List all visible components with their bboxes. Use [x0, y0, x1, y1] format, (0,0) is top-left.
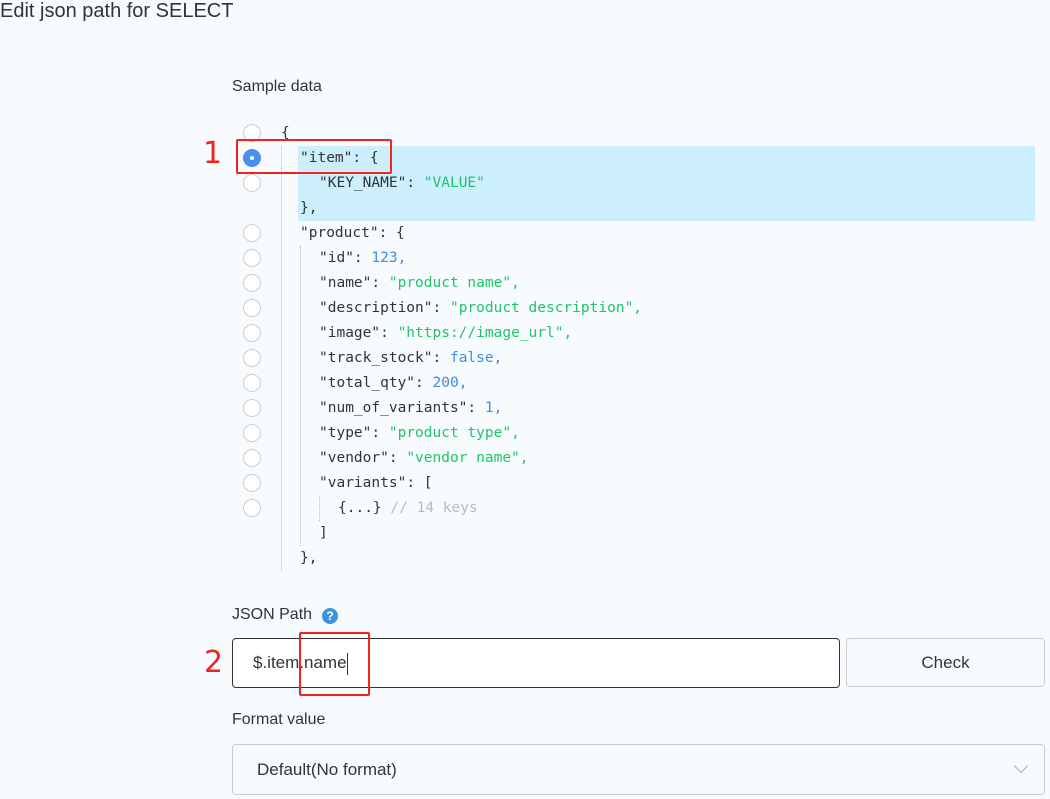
token-p: : — [467, 400, 485, 416]
token-p: : — [388, 450, 407, 466]
token-str: "product description", — [449, 300, 643, 316]
line-radio[interactable] — [243, 274, 261, 292]
token-p: : { — [352, 150, 379, 166]
token-p: { — [281, 125, 290, 141]
token-key: "product" — [300, 225, 379, 241]
token-p: }, — [300, 200, 318, 216]
indent-guide — [300, 246, 301, 546]
token-str: "vendor name", — [406, 450, 529, 466]
token-num: 1, — [484, 400, 503, 416]
token-p: : — [380, 325, 398, 341]
code-line: "vendor": "vendor name", — [319, 446, 529, 471]
line-radio[interactable] — [243, 349, 261, 367]
annotation-number-2: 2 — [204, 645, 224, 680]
annotation-box-2 — [299, 632, 370, 696]
token-key: "variants" — [319, 475, 407, 491]
token-p: }, — [300, 550, 318, 566]
token-num: 200, — [432, 375, 468, 391]
code-line: }, — [300, 546, 317, 571]
line-radio[interactable] — [243, 249, 261, 267]
token-key: "description" — [319, 300, 433, 316]
code-line: "KEY_NAME": "VALUE" — [319, 171, 485, 196]
format-value-label: Format value — [232, 711, 326, 728]
line-radio[interactable] — [243, 424, 261, 442]
indent-guide — [319, 496, 320, 521]
indent-guide — [281, 146, 282, 571]
line-radio[interactable] — [243, 474, 261, 492]
json-path-label: JSON Path — [232, 606, 313, 623]
code-line: "item": { — [300, 146, 379, 171]
format-value-select[interactable]: Default(No format) — [232, 744, 1045, 795]
code-line: { — [281, 121, 290, 146]
code-line: "total_qty": 200, — [319, 371, 467, 396]
sample-data-label: Sample data — [232, 78, 322, 95]
line-radio[interactable] — [243, 449, 261, 467]
token-str: "product name", — [388, 275, 520, 291]
line-radio[interactable] — [243, 224, 261, 242]
token-key: "id" — [319, 250, 354, 266]
line-radio[interactable] — [243, 299, 261, 317]
token-p: : [ — [406, 475, 433, 491]
token-num: 123, — [371, 250, 407, 266]
code-line: "type": "product type", — [319, 421, 520, 446]
token-p: : — [406, 175, 424, 191]
token-p: ] — [319, 525, 328, 541]
code-line: "variants": [ — [319, 471, 433, 496]
page-title: Edit json path for SELECT — [0, 0, 234, 22]
help-icon[interactable]: ? — [322, 608, 338, 624]
code-line: "description": "product description", — [319, 296, 642, 321]
token-p: : — [353, 250, 372, 266]
token-p: : — [415, 375, 433, 391]
code-line: "id": 123, — [319, 246, 406, 271]
code-line: "product": { — [300, 221, 405, 246]
token-p: : — [371, 275, 389, 291]
code-line: "num_of_variants": 1, — [319, 396, 502, 421]
line-radio[interactable] — [243, 324, 261, 342]
code-line: "track_stock": false, — [319, 346, 502, 371]
token-key: "vendor" — [319, 450, 389, 466]
annotation-box-1 — [236, 139, 392, 174]
token-str: "https://image_url", — [397, 325, 573, 341]
token-key: "total_qty" — [319, 375, 416, 391]
token-cm: // 14 keys — [381, 500, 478, 516]
token-num: false, — [449, 350, 503, 366]
json-path-input[interactable]: $.item.name — [232, 638, 840, 688]
token-key: "type" — [319, 425, 372, 441]
token-key: "track_stock" — [319, 350, 433, 366]
code-line: }, — [300, 196, 317, 221]
token-key: "KEY_NAME" — [319, 175, 407, 191]
annotation-number-1: 1 — [203, 136, 223, 171]
token-str: "VALUE" — [423, 175, 485, 191]
line-radio[interactable] — [243, 399, 261, 417]
token-p: {...} — [338, 500, 382, 516]
code-line: ] — [319, 521, 328, 546]
token-p: : { — [378, 225, 405, 241]
code-line: {...} // 14 keys — [338, 496, 478, 521]
line-radio[interactable] — [243, 174, 261, 192]
code-line: "name": "product name", — [319, 271, 520, 296]
token-p: : — [432, 350, 450, 366]
format-selected-value: Default(No format) — [257, 760, 397, 779]
chevron-down-icon — [1013, 758, 1029, 774]
token-key: "image" — [319, 325, 381, 341]
token-key: "name" — [319, 275, 372, 291]
check-button[interactable]: Check — [846, 638, 1045, 687]
token-p: : — [432, 300, 450, 316]
line-radio[interactable] — [243, 374, 261, 392]
token-str: "product type", — [388, 425, 520, 441]
token-p: : — [371, 425, 389, 441]
token-key: "num_of_variants" — [319, 400, 468, 416]
line-radio[interactable] — [243, 149, 261, 167]
line-radio[interactable] — [243, 499, 261, 517]
code-line: "image": "https://image_url", — [319, 321, 572, 346]
token-key: "item" — [300, 150, 353, 166]
selected-highlight — [298, 146, 1035, 221]
line-radio[interactable] — [243, 124, 261, 142]
